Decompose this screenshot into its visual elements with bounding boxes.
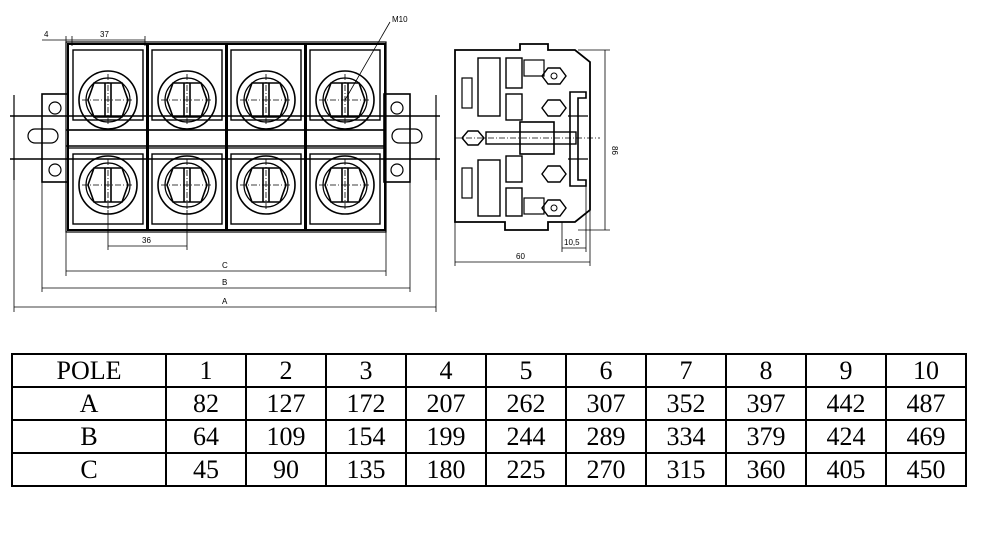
table-cell: 442 — [805, 386, 887, 421]
table-row: B 64 109 154 199 244 289 334 379 424 469 — [11, 419, 967, 454]
terminal-block-drawing: 4 37 M10 36 C B A — [10, 15, 619, 312]
dim-60-label: 60 — [516, 252, 525, 261]
table-cell: 225 — [485, 452, 567, 487]
header-cell: 6 — [565, 353, 647, 388]
table-cell: 135 — [325, 452, 407, 487]
header-cell: 9 — [805, 353, 887, 388]
table-cell: 270 — [565, 452, 647, 487]
dim-36-label: 36 — [142, 236, 151, 245]
header-cell: 3 — [325, 353, 407, 388]
dim-86-label: 86 — [610, 146, 619, 155]
table-cell: 90 — [245, 452, 327, 487]
table-cell: 289 — [565, 419, 647, 454]
table-cell: 154 — [325, 419, 407, 454]
table-cell: 244 — [485, 419, 567, 454]
table-cell: 450 — [885, 452, 967, 487]
table-cell: 207 — [405, 386, 487, 421]
table-cell: 405 — [805, 452, 887, 487]
header-cell: 7 — [645, 353, 727, 388]
table-row: C 45 90 135 180 225 270 315 360 405 450 — [11, 452, 967, 487]
table-cell: 469 — [885, 419, 967, 454]
table-cell: 352 — [645, 386, 727, 421]
dim-37-label: 37 — [100, 30, 109, 39]
table-header-row: POLE 1 2 3 4 5 6 7 8 9 10 — [11, 353, 967, 388]
table-cell: 45 — [165, 452, 247, 487]
dim-4-label: 4 — [44, 30, 49, 39]
table-cell: 180 — [405, 452, 487, 487]
table-cell: 424 — [805, 419, 887, 454]
side-view: 86 10,5 60 — [454, 43, 619, 266]
table-cell: 262 — [485, 386, 567, 421]
table-cell: 487 — [885, 386, 967, 421]
table-cell: 334 — [645, 419, 727, 454]
table-cell: 397 — [725, 386, 807, 421]
table-cell: 172 — [325, 386, 407, 421]
table-cell: 109 — [245, 419, 327, 454]
dim-b-label: B — [222, 278, 227, 287]
table-cell: 307 — [565, 386, 647, 421]
row-label: A — [11, 386, 167, 421]
front-view: 4 37 M10 36 C B A — [10, 15, 440, 312]
table-cell: 127 — [245, 386, 327, 421]
table-cell: 360 — [725, 452, 807, 487]
table-row: A 82 127 172 207 262 307 352 397 442 487 — [11, 386, 967, 421]
header-cell: 2 — [245, 353, 327, 388]
header-cell: 4 — [405, 353, 487, 388]
header-cell: 8 — [725, 353, 807, 388]
header-pole-label: POLE — [11, 353, 167, 388]
header-cell: 10 — [885, 353, 967, 388]
row-label: B — [11, 419, 167, 454]
dim-m10-label: M10 — [392, 15, 408, 24]
table-cell: 64 — [165, 419, 247, 454]
pole-dimension-table: POLE 1 2 3 4 5 6 7 8 9 10 A 82 127 172 2… — [11, 353, 967, 487]
dim-10-5-label: 10,5 — [564, 238, 580, 247]
header-cell: 1 — [165, 353, 247, 388]
table-cell: 379 — [725, 419, 807, 454]
table-cell: 315 — [645, 452, 727, 487]
table-cell: 82 — [165, 386, 247, 421]
dim-c-label: C — [222, 261, 228, 270]
row-label: C — [11, 452, 167, 487]
table-cell: 199 — [405, 419, 487, 454]
dim-a-label: A — [222, 297, 228, 306]
header-cell: 5 — [485, 353, 567, 388]
